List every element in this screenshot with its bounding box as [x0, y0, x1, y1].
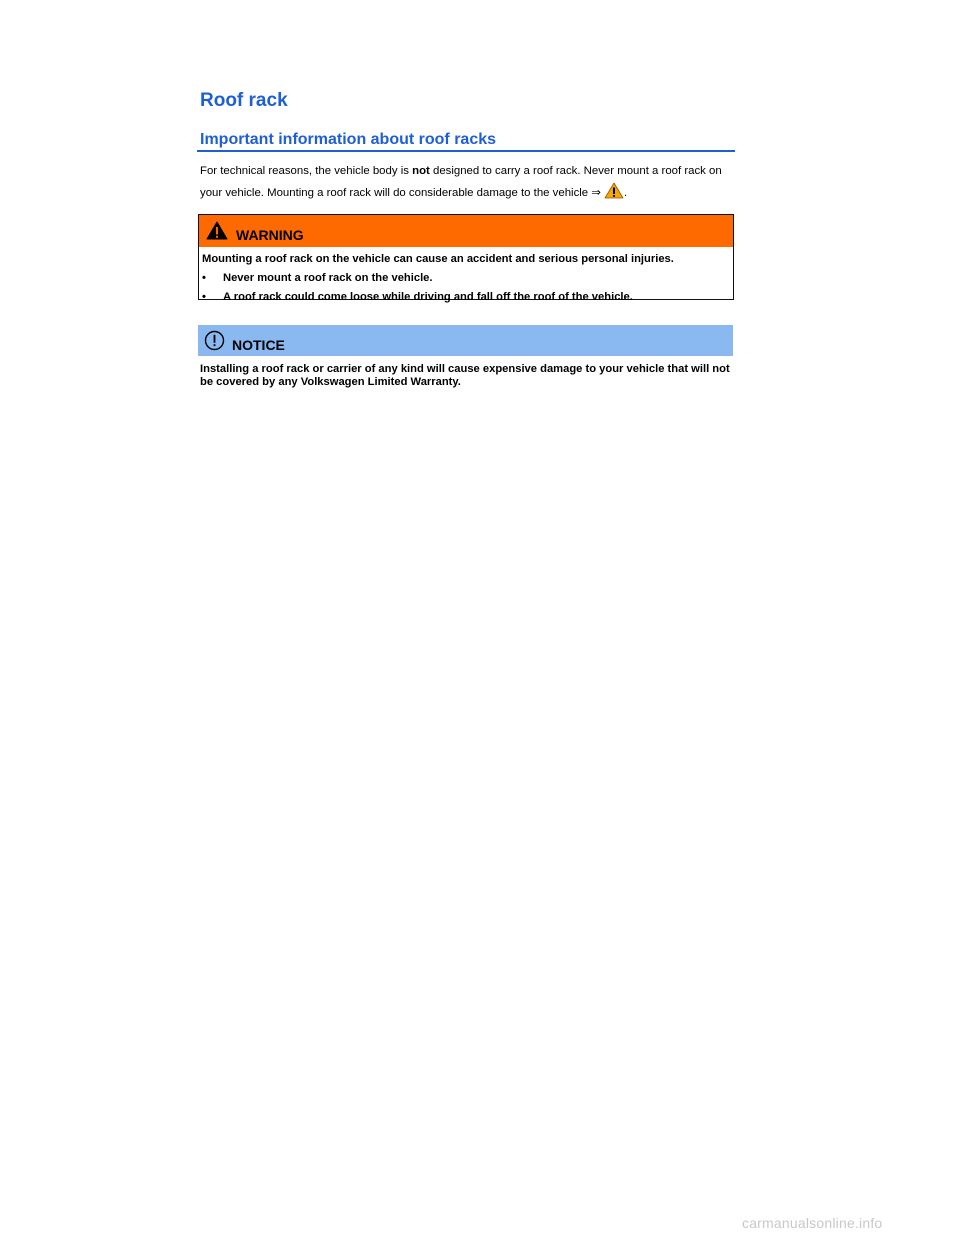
warning-triangle-icon [206, 221, 228, 240]
warning-header: WARNING [199, 215, 733, 247]
intro-paragraph: For technical reasons, the vehicle body … [200, 160, 730, 204]
bullet: • [202, 272, 206, 284]
warning-body: Mounting a roof rack on the vehicle can … [199, 247, 733, 307]
warning-item: • A roof rack could come loose while driv… [202, 288, 729, 307]
exclamation-circle-icon [204, 330, 225, 351]
warning-item-text: A roof rack could come loose while drivi… [223, 291, 633, 303]
warning-item: • Never mount a roof rack on the vehicle. [202, 269, 729, 288]
notice-header: NOTICE [198, 325, 733, 356]
warning-triangle-icon[interactable] [604, 182, 624, 199]
intro-text-start: For technical reasons, the vehicle body … [200, 165, 413, 177]
section-divider [197, 150, 735, 152]
warning-list: • Never mount a roof rack on the vehicle.… [202, 269, 729, 307]
warning-lead: Mounting a roof rack on the vehicle can … [202, 253, 674, 265]
intro-bold-word: not [412, 165, 430, 177]
intro-text-end: . [624, 187, 628, 199]
intro-text-middle: designed to carry a roof rack. Never mou… [200, 165, 722, 199]
section-heading: Important information about roof racks [200, 131, 497, 148]
page-title: Roof rack [200, 90, 288, 111]
notice-text: Installing a roof rack or carrier of any… [200, 363, 730, 388]
warning-label: WARNING [236, 227, 304, 243]
notice-label: NOTICE [232, 337, 285, 353]
warning-box: WARNING Mounting a roof rack on the vehi… [198, 214, 734, 303]
warning-item-text: Never mount a roof rack on the vehicle. [223, 272, 433, 284]
bullet: • [202, 291, 206, 303]
watermark: carmanualsonline.info [742, 1215, 883, 1231]
